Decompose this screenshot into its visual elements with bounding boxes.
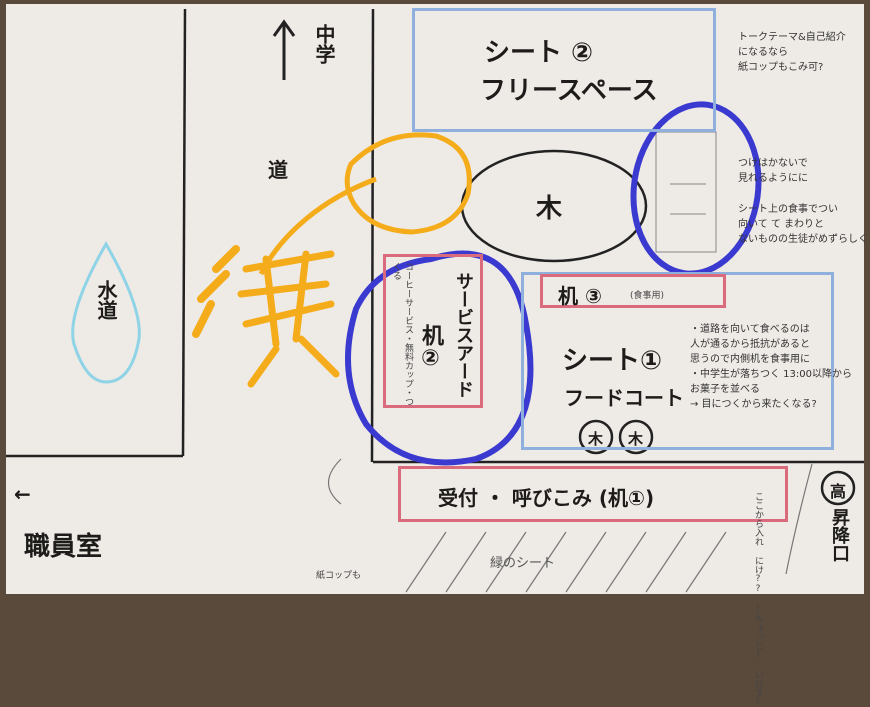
note-food: ・道路を向いて食べるのは 人が通るから抵抗があると 思うので内側机を食事用に ・… [690, 324, 852, 410]
reception-label: 受付 ・ 呼びこみ (机①) [438, 486, 655, 510]
desk3-box [540, 274, 726, 308]
stairs-label: 昇降口 [829, 508, 850, 562]
high-school-mark: 高 [830, 482, 847, 501]
note-mid-right: つけはかないで 見れるようにに シート上の食事でつい 向いて て まわりと ない… [738, 158, 868, 245]
tree-label: 木 [536, 194, 563, 224]
paper-cup-note: 紙コップも [316, 571, 362, 581]
note-bottom-right: ここから入れ にけ?? (ちょっと) いけす? [753, 492, 763, 707]
service-desk-label: サービスアード [453, 272, 474, 398]
orange-circle [344, 132, 472, 235]
reception-box [398, 466, 788, 522]
sheet1-box [521, 272, 834, 450]
staff-room-arrow-icon: ← [14, 482, 31, 506]
sheet2-title: シート ② [484, 38, 594, 68]
staff-room-label: 職員室 [24, 532, 103, 562]
small-tree-label-2: 木 [628, 430, 644, 448]
sheet1-title: シート① [562, 346, 663, 376]
small-tree-circle-2 [618, 419, 654, 455]
road-label: 道 [268, 158, 288, 182]
desk3-note: (食事用) [630, 291, 665, 301]
water-drop-icon [71, 240, 141, 384]
desk2-box [383, 254, 483, 408]
small-tree-label-1: 木 [588, 430, 604, 448]
high-school-circle [820, 470, 856, 506]
small-tree-circle-1 [578, 419, 614, 455]
up-arrow-icon [272, 19, 296, 80]
note-top-right: トークテーマ&自己紹介 になるなら 紙コップもこみ可? [738, 32, 846, 73]
map-paper: シート ② フリースペース 中学 道 木 水道 演奏 サービスアード 机② コー… [6, 4, 868, 707]
middle-school-label: 中学 [312, 24, 336, 64]
sheet2-box [412, 8, 716, 132]
water-label: 水道 [94, 280, 118, 320]
road-left-line [181, 8, 187, 457]
performance-label: 演奏 [201, 229, 203, 230]
road-right-line [370, 8, 375, 463]
sheet1-subtitle: フードコート [564, 386, 684, 410]
desk2-label: 机② [418, 324, 443, 371]
green-sheet-label: 緑のシート [490, 556, 556, 571]
sheet2-subtitle: フリースペース [480, 76, 658, 106]
desk3-label: 机 ③ [558, 284, 602, 308]
service-note: コーヒーサービス・無料カップ・つくる [391, 262, 413, 406]
blue-circle-service [345, 250, 534, 466]
